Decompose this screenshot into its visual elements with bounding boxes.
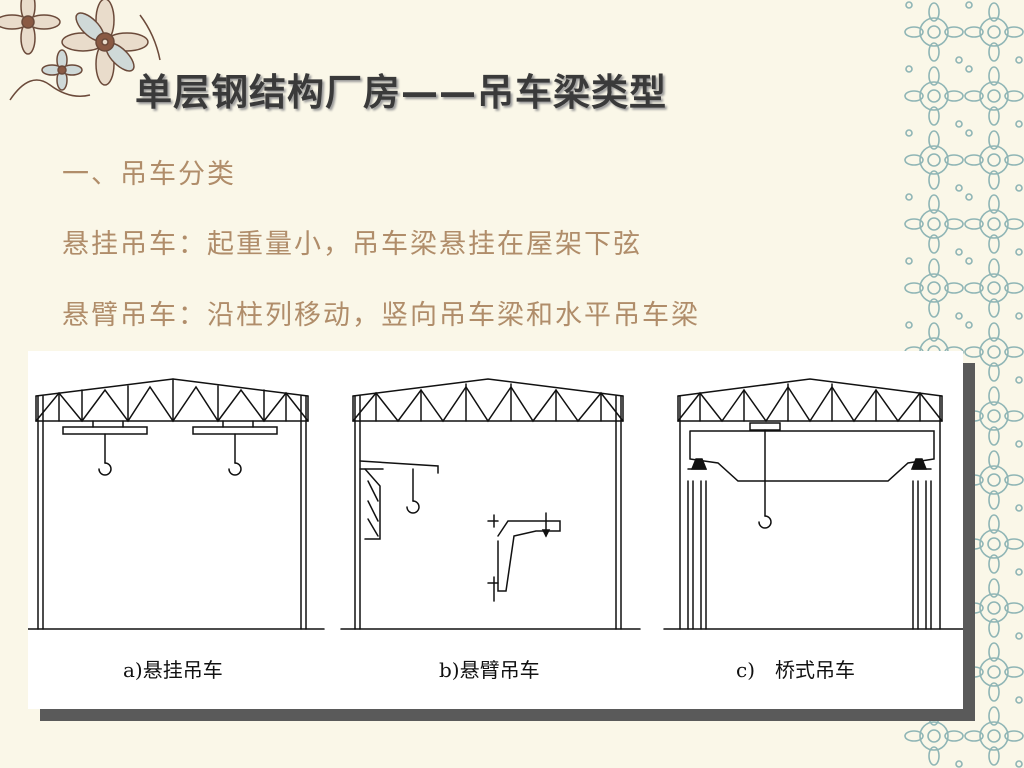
diagram-bridge-crane [663,378,963,630]
caption-cantilever-crane: b)悬臂吊车 [439,658,540,682]
crane-types-figure: a)悬挂吊车 b)悬臂吊车 c) 桥式吊车 [28,351,963,709]
suspended-crane-text: 悬挂吊车：起重量小，吊车梁悬挂在屋架下弦 [62,229,642,260]
slide-title: 单层钢结构厂房——吊车梁类型 [135,71,667,114]
crane-diagrams [28,378,963,630]
caption-bridge-crane: c) 桥式吊车 [736,658,856,682]
diagram-cantilever-crane [340,378,641,630]
section-heading: 一、吊车分类 [62,159,236,190]
cantilever-crane-text: 悬臂吊车：沿柱列移动，竖向吊车梁和水平吊车梁 [62,300,700,331]
flower-decoration [0,0,161,101]
diagram-suspended-crane [28,378,325,630]
caption-suspended-crane: a)悬挂吊车 [123,658,223,682]
